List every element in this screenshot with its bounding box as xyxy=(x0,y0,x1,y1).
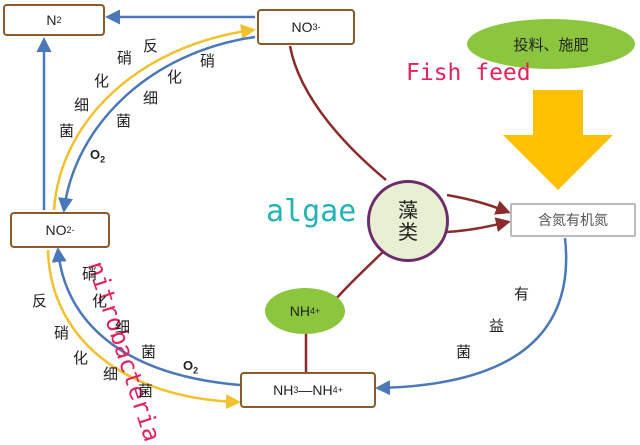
no2-sub: 2 xyxy=(66,225,72,235)
arc-char: 有 xyxy=(514,285,530,303)
arc-char: 菌 xyxy=(59,122,75,140)
algae-char-2: 类 xyxy=(398,220,418,244)
arc-char: 细 xyxy=(115,318,131,336)
arc-char: 反 xyxy=(143,37,159,55)
arc-char: 化 xyxy=(73,349,89,367)
n2-text: N xyxy=(46,12,57,28)
nh4-right-sup: + xyxy=(337,385,343,395)
o2-top-label: O2 xyxy=(90,147,105,165)
no2-text: NO xyxy=(45,222,67,238)
line-no3-to-algae xyxy=(288,45,387,181)
feed-bubble-text: 投料、施肥 xyxy=(513,35,589,54)
arc-char: 菌 xyxy=(138,382,154,400)
arc-char: 化 xyxy=(92,292,108,310)
algae-char-1: 藻 xyxy=(398,198,418,222)
nh3-left-sub: 3 xyxy=(293,385,299,395)
o2-bottom-main: O xyxy=(183,358,194,373)
nh3-left: NH xyxy=(273,382,294,398)
arc-char: 硝 xyxy=(200,52,216,70)
algae-circle: 藻 类 xyxy=(367,180,449,262)
algae-label: algae xyxy=(266,194,357,229)
no2-sup: - xyxy=(71,225,75,235)
feed-bubble: 投料、施肥 xyxy=(467,19,635,69)
nh4-text: NH xyxy=(289,303,310,319)
arc-char: 细 xyxy=(143,89,159,107)
nh3-dash: —NH xyxy=(298,382,333,398)
arc-char: 菌 xyxy=(456,343,472,361)
arc-yellow-no2-to-nh3 xyxy=(46,249,241,410)
arc-char: 硝 xyxy=(117,49,133,67)
arc-blue-no3-to-no2 xyxy=(58,35,256,213)
connector-layer xyxy=(36,9,613,410)
arc-char: 反 xyxy=(32,292,48,310)
arc-yellow-no2-to-no3 xyxy=(52,24,256,211)
no3-sup: - xyxy=(317,22,321,32)
big-feed-arrow xyxy=(503,90,613,190)
arc-char: 菌 xyxy=(141,343,157,361)
no3-sub: 3 xyxy=(312,22,318,32)
arc-blue-nh3-to-no2 xyxy=(51,247,241,387)
nh4-sup: + xyxy=(314,306,321,316)
o2-bottom-label: O2 xyxy=(183,358,198,376)
arrow-algae-to-organic-top xyxy=(446,193,511,215)
arc-char: 益 xyxy=(489,317,505,335)
arc-char: 硝 xyxy=(82,265,98,283)
arc-char: 细 xyxy=(103,365,119,383)
arrow-algae-to-organic-bottom xyxy=(446,217,511,234)
organic-n-text: 含氮有机氮 xyxy=(538,213,608,229)
nh4-right-sub: 4 xyxy=(332,385,338,395)
n2-sub: 2 xyxy=(56,15,62,25)
o2-top-main: O xyxy=(90,147,101,162)
arc-char: 硝 xyxy=(54,324,70,342)
arrow-organic-to-nh3 xyxy=(375,237,568,396)
fish-feed-label: Fish feed xyxy=(406,60,531,86)
o2-top-sub: 2 xyxy=(100,154,106,165)
arc-char: 化 xyxy=(94,72,110,90)
nh4-sub: 4 xyxy=(309,306,315,316)
no3-text: NO xyxy=(291,19,313,35)
arc-char: 细 xyxy=(74,96,90,114)
o2-bottom-sub: 2 xyxy=(193,365,199,376)
organic-n-box: 含氮有机氮 xyxy=(510,203,636,237)
arc-char: 化 xyxy=(167,68,183,86)
arc-char: 菌 xyxy=(116,112,132,130)
